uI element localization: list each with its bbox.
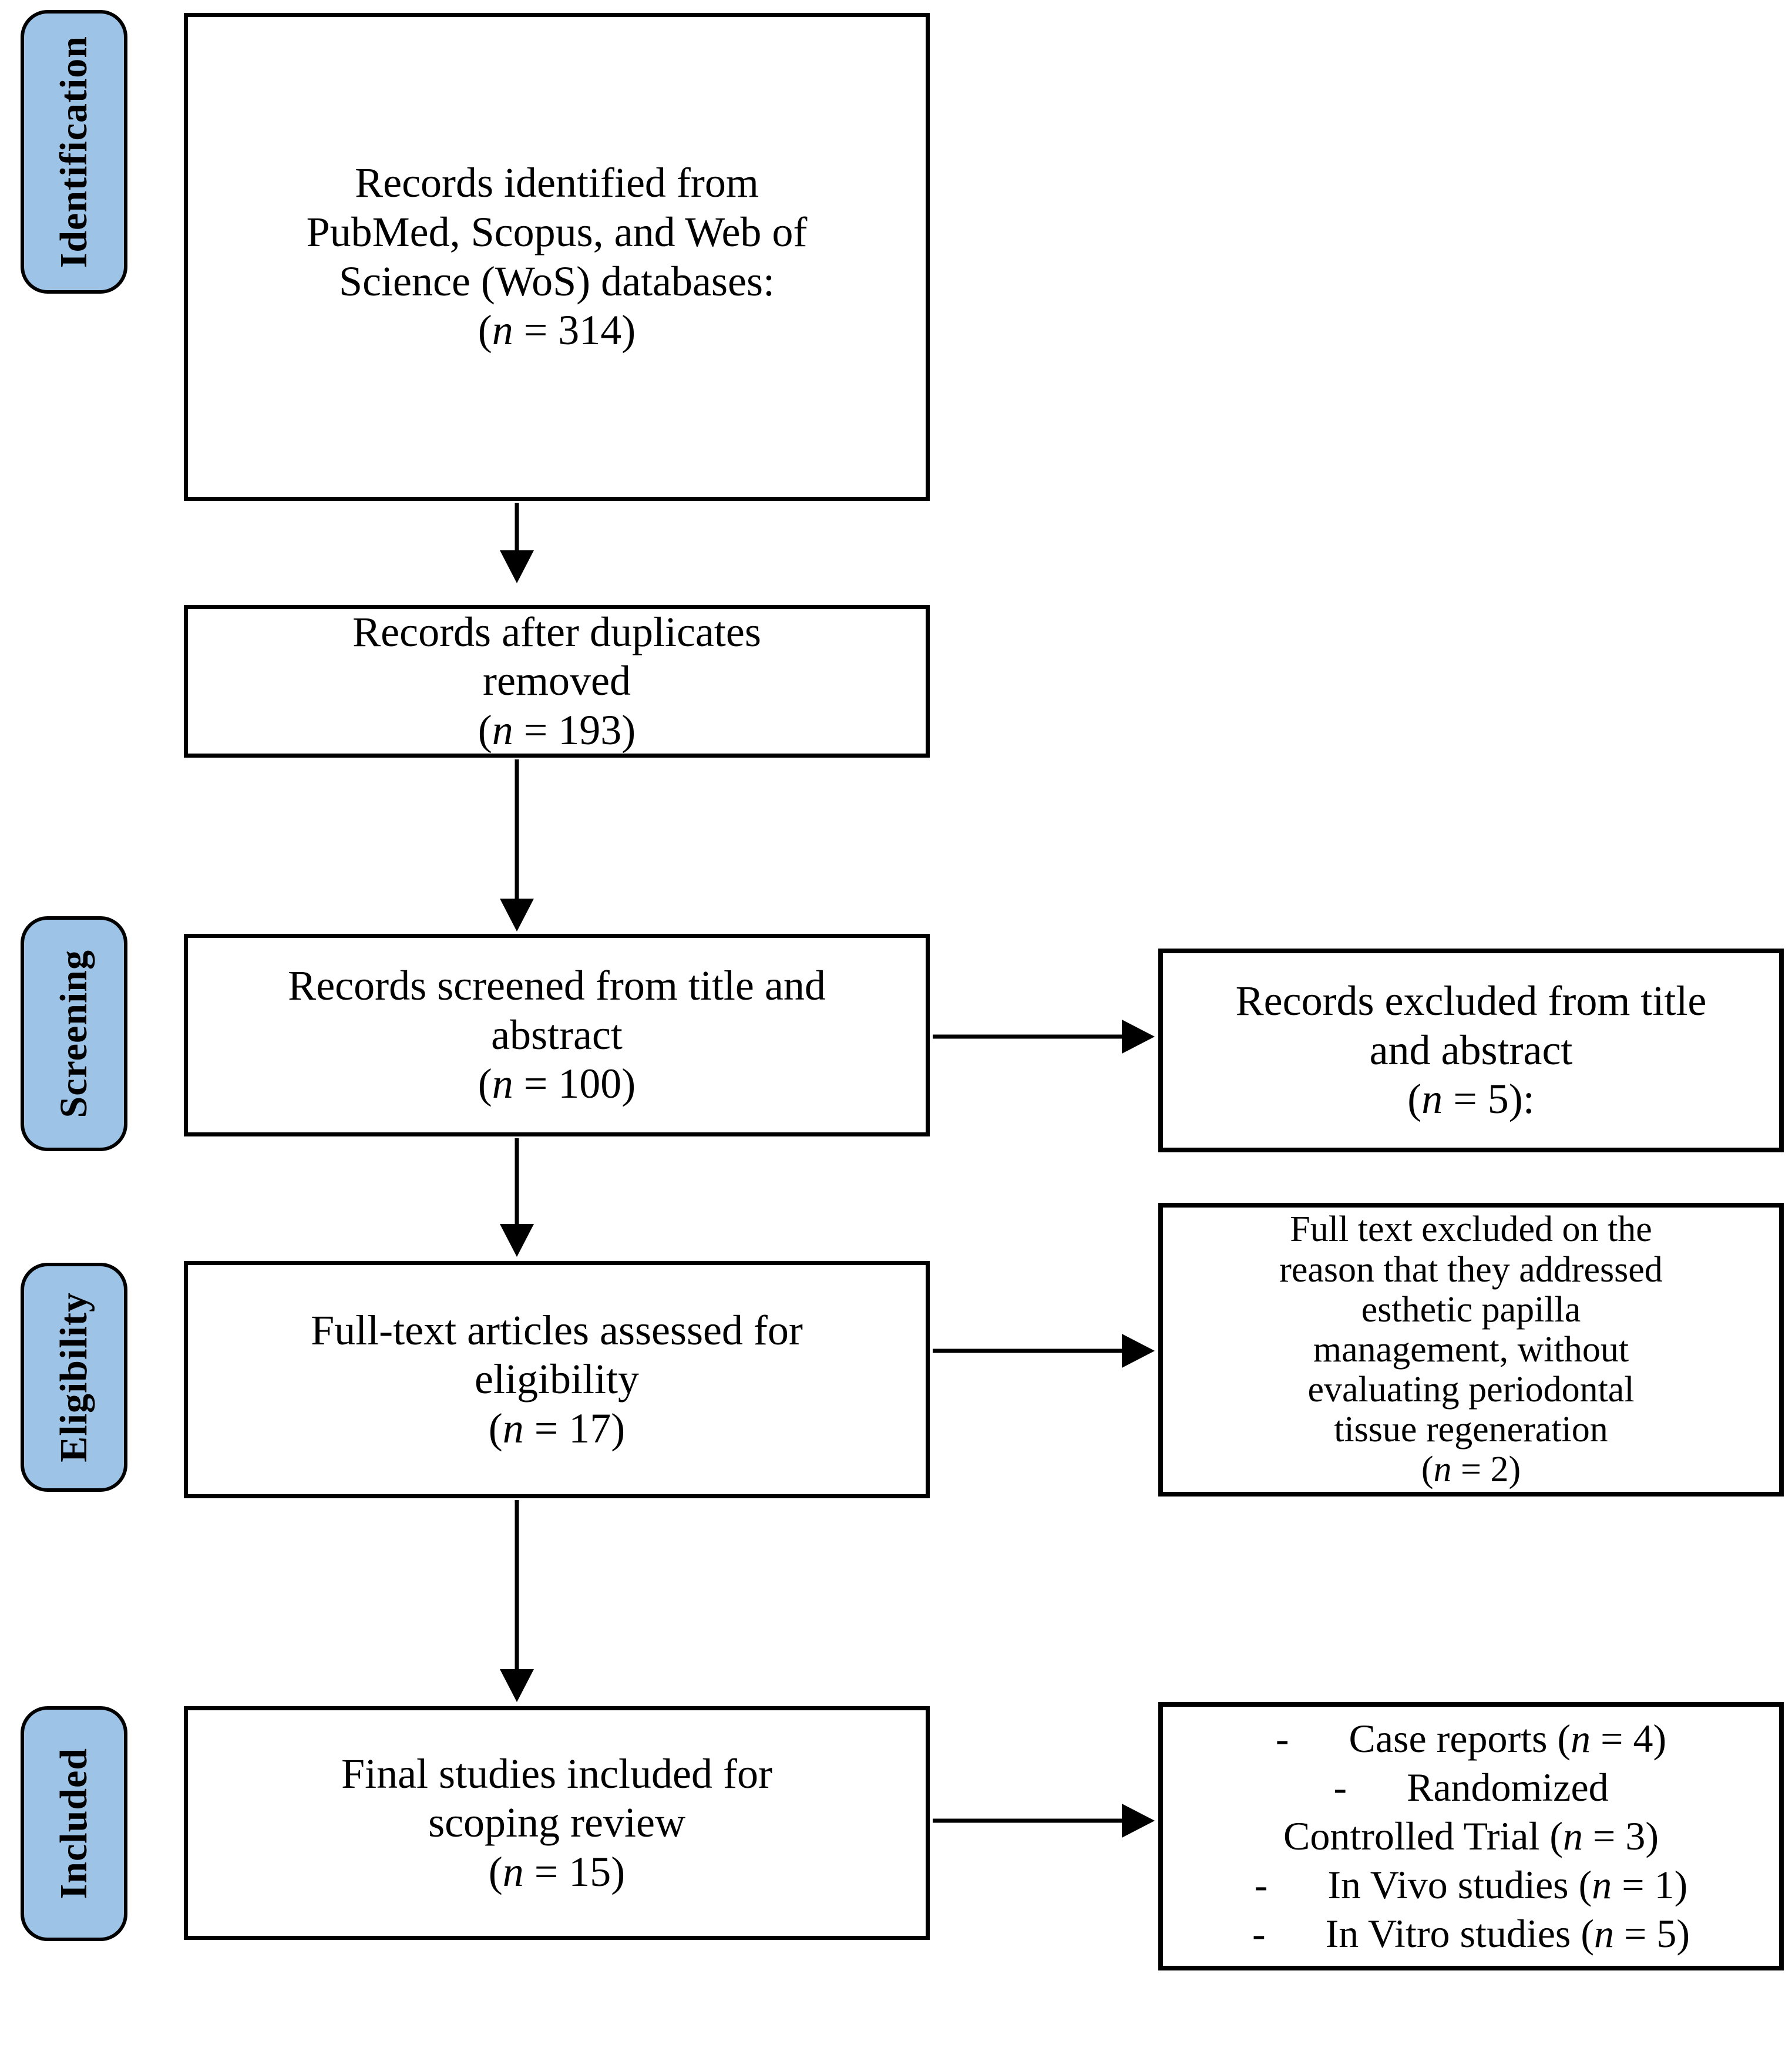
stage-eligibility-label: Eligibility	[52, 1292, 95, 1462]
stage-eligibility: Eligibility	[21, 1263, 127, 1492]
stage-screening: Screening	[21, 916, 127, 1151]
stage-included-label: Included	[52, 1748, 95, 1899]
stage-identification: Identification	[21, 10, 127, 294]
stage-screening-label: Screening	[52, 949, 95, 1118]
stage-included: Included	[21, 1706, 127, 1941]
stage-identification-label: Identification	[52, 35, 95, 268]
